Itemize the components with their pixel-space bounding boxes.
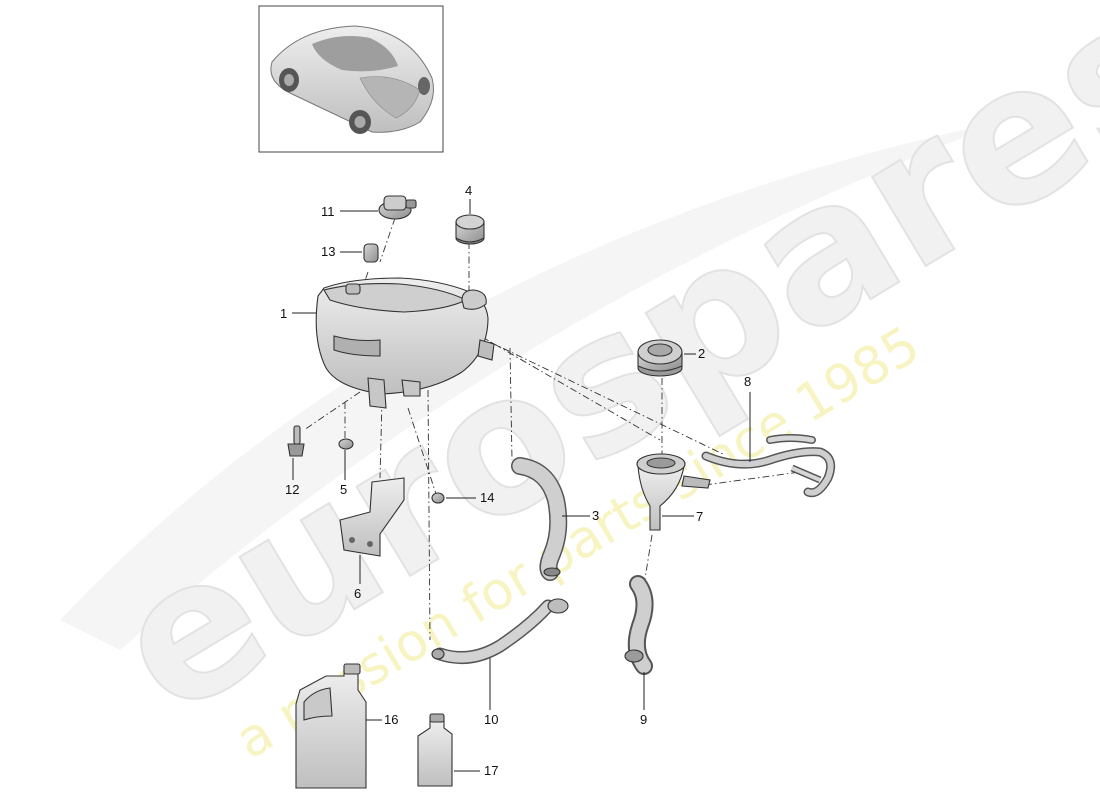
part-bush-13 xyxy=(363,243,379,263)
svg-text:10: 10 xyxy=(484,712,498,727)
svg-text:3: 3 xyxy=(592,508,599,523)
callout-1: 1 xyxy=(280,306,316,321)
svg-text:11: 11 xyxy=(321,204,335,219)
svg-text:13: 13 xyxy=(321,244,335,259)
part-filler-cap xyxy=(455,214,485,245)
svg-text:17: 17 xyxy=(484,763,498,778)
svg-text:8: 8 xyxy=(744,374,751,389)
callout-5: 5 xyxy=(340,450,347,497)
part-cap xyxy=(637,339,683,377)
car-image xyxy=(270,25,434,134)
svg-text:9: 9 xyxy=(640,712,647,727)
watermark-swoosh xyxy=(60,120,1010,650)
callout-12: 12 xyxy=(285,458,299,497)
part-bracket-6 xyxy=(339,477,405,557)
svg-text:16: 16 xyxy=(384,712,398,727)
part-coolant-hose-3 xyxy=(511,457,568,581)
part-clip-14 xyxy=(431,492,445,504)
watermark-logo: eurospares xyxy=(79,0,1100,759)
callout-2: 2 xyxy=(684,346,705,361)
vehicle-thumbnail xyxy=(258,5,444,153)
callout-4: 4 xyxy=(465,183,472,214)
part-sensor-11 xyxy=(378,195,417,220)
callout-8: 8 xyxy=(744,374,751,462)
callouts: 1 2 3 4 5 6 7 8 xyxy=(280,183,751,778)
callout-11: 11 xyxy=(321,204,378,219)
callout-9: 9 xyxy=(640,672,647,727)
watermark: eurospares a passion for parts since 198… xyxy=(60,0,1100,771)
part-hose-assembly-8 xyxy=(701,434,836,498)
callout-7: 7 xyxy=(662,509,703,524)
part-coolant-container-16 xyxy=(295,663,367,789)
svg-text:4: 4 xyxy=(465,183,472,198)
part-expansion-tank xyxy=(315,277,495,409)
callout-6: 6 xyxy=(354,555,361,601)
callout-17: 17 xyxy=(454,763,498,778)
callout-3: 3 xyxy=(562,508,599,523)
part-bottle-17 xyxy=(417,713,453,787)
part-filler-neck-7 xyxy=(636,453,711,531)
callout-10: 10 xyxy=(484,658,498,727)
callout-16: 16 xyxy=(366,712,398,727)
svg-text:1: 1 xyxy=(280,306,287,321)
svg-text:14: 14 xyxy=(480,490,494,505)
svg-text:2: 2 xyxy=(698,346,705,361)
svg-text:7: 7 xyxy=(696,509,703,524)
part-grommet-5 xyxy=(338,438,354,450)
svg-text:6: 6 xyxy=(354,586,361,601)
part-hose-10 xyxy=(431,598,569,665)
svg-text:5: 5 xyxy=(340,482,347,497)
callout-14: 14 xyxy=(446,490,494,505)
callout-13: 13 xyxy=(321,244,362,259)
part-hose-9 xyxy=(624,575,654,675)
svg-text:12: 12 xyxy=(285,482,299,497)
part-drain-plug-12 xyxy=(287,425,305,457)
